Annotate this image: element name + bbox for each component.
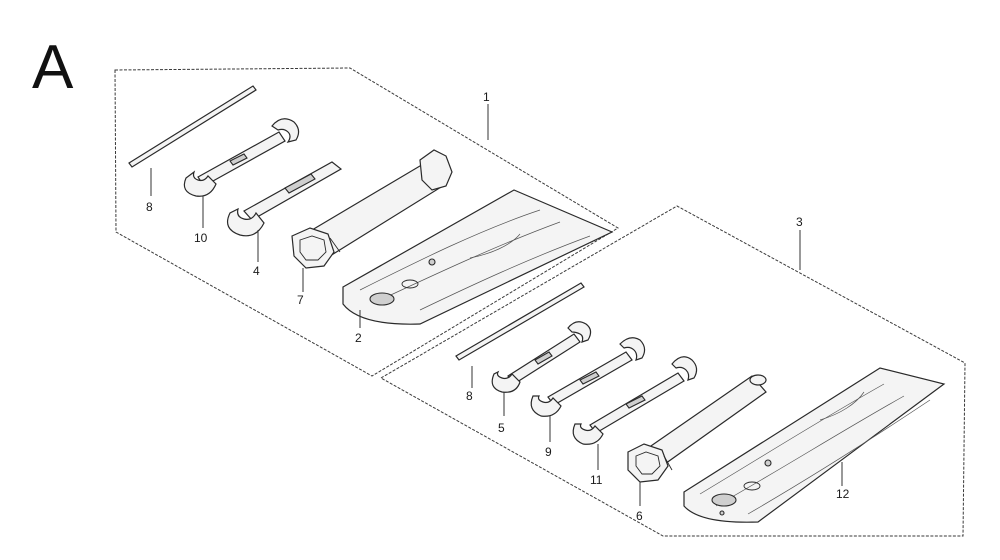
callout-11: 11 (590, 473, 603, 487)
tool-bag-2 (342, 189, 614, 325)
callout-5: 5 (498, 421, 505, 435)
box-spanner-6 (627, 374, 767, 483)
callout-2: 2 (355, 331, 362, 345)
rod-8-lower (455, 282, 585, 361)
callout-8-upper: 8 (146, 200, 153, 214)
kit-3-boundary (379, 205, 966, 537)
section-letter: A (32, 33, 74, 102)
callout-8-lower: 8 (466, 389, 473, 403)
callout-3: 3 (796, 215, 803, 229)
wrench-9 (530, 337, 646, 417)
callout-9: 9 (545, 445, 552, 459)
wrench-11 (572, 356, 698, 445)
callout-7: 7 (297, 293, 304, 307)
callout-12: 12 (836, 487, 850, 501)
callout-4: 4 (253, 264, 260, 278)
callout-10: 10 (194, 231, 208, 245)
wrench-5 (491, 321, 592, 393)
tool-kit-3: 8 5 9 11 (379, 205, 966, 537)
callout-1: 1 (483, 90, 490, 104)
rod-8-upper (128, 85, 257, 168)
callout-6: 6 (636, 509, 643, 523)
wrench-4 (227, 161, 343, 237)
box-spanner-7 (291, 149, 453, 269)
tool-bag-12 (683, 367, 946, 523)
kit-1-boundary (114, 67, 619, 377)
wrench-10 (183, 118, 300, 197)
tool-kit-1: 8 10 4 7 (114, 67, 619, 377)
